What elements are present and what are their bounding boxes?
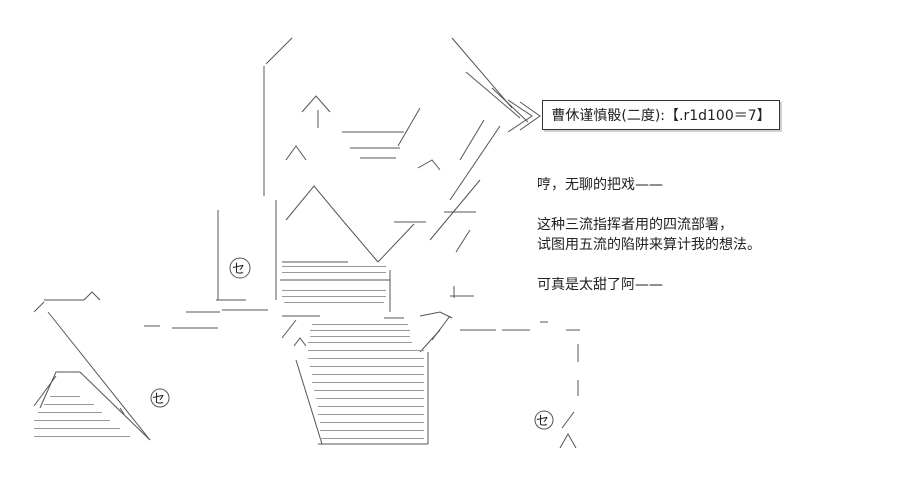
dialogue-text: 哼，无聊的把戏—— 这种三流指挥者用的四流部署， 试图用五流的陷阱来算计我的想法…: [537, 175, 761, 295]
art-mark-right: セ: [536, 414, 550, 429]
dialogue-line-2: 这种三流指挥者用的四流部署，: [537, 217, 733, 233]
dialogue-line-4: 可真是太甜了阿——: [537, 277, 663, 293]
dice-roll-text: 曹休谨慎骰(二度):【.r1d100＝7】: [551, 108, 771, 124]
dice-roll-box: 曹休谨慎骰(二度):【.r1d100＝7】: [542, 100, 780, 130]
art-mark-center: セ: [232, 262, 246, 277]
dialogue-line-3: 试图用五流的陷阱来算计我的想法。: [537, 237, 761, 253]
dialogue-line-1: 哼，无聊的把戏——: [537, 177, 663, 193]
art-mark-left: セ: [152, 392, 166, 407]
